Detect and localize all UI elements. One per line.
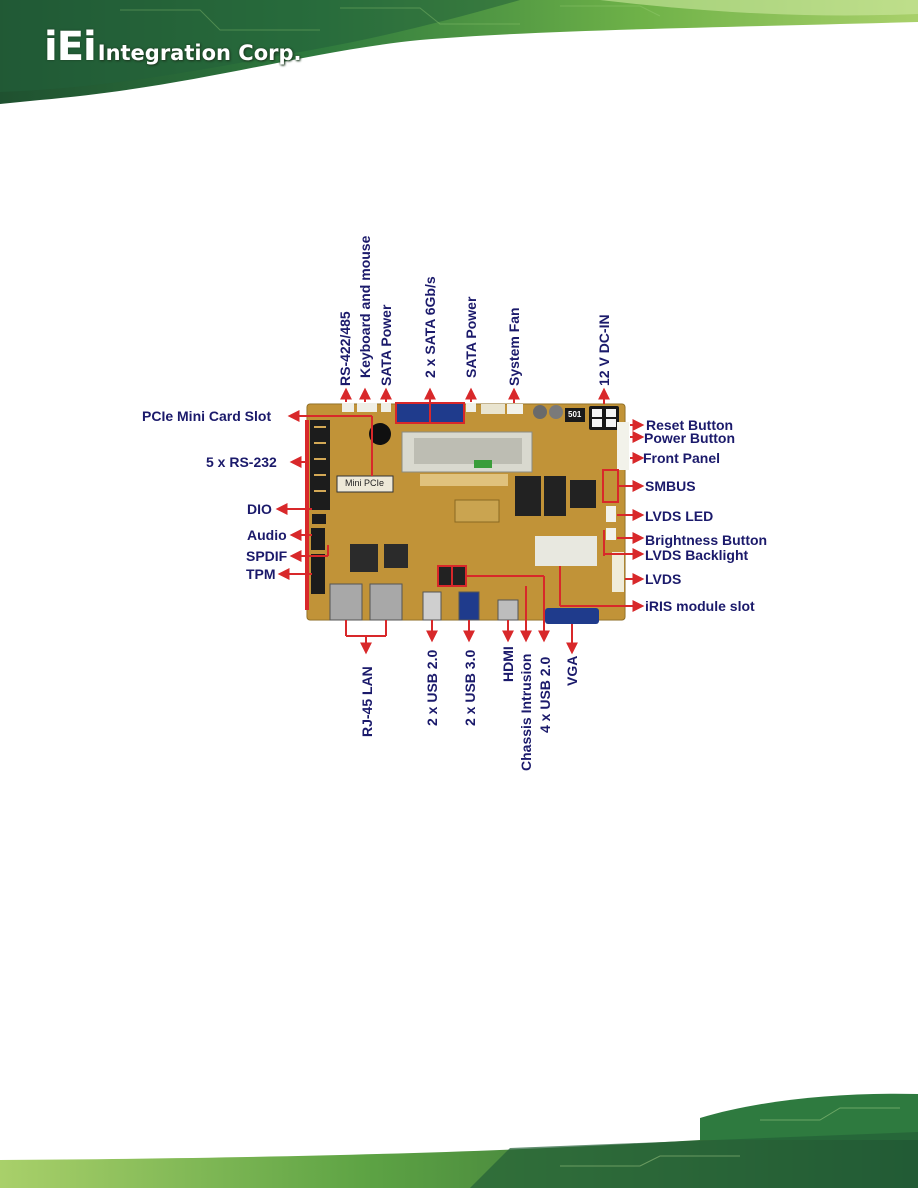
capacitor: [533, 405, 547, 419]
rj45-port-1: [329, 583, 363, 621]
label-audio: Audio: [247, 527, 287, 543]
label-sata-6gb: 2 x SATA 6Gb/s: [422, 276, 438, 378]
mini-pcie-slot: [336, 475, 394, 493]
label-spdif: SPDIF: [246, 548, 288, 564]
label-rj45-lan: RJ-45 LAN: [359, 666, 375, 737]
label-lvds-led: LVDS LED: [645, 508, 714, 524]
rs232-headers: [310, 420, 330, 510]
label-hdmi: HDMI: [500, 646, 516, 682]
logo-mark: iEi: [44, 24, 97, 70]
hdmi-port: [497, 599, 519, 621]
usb30-port: [458, 591, 480, 621]
usb20-port: [422, 591, 442, 621]
label-reset-button: Reset Button: [646, 417, 734, 433]
label-front-panel: Front Panel: [643, 450, 721, 466]
rj45-port-2: [369, 583, 403, 621]
label-iris-module-slot: iRIS module slot: [645, 598, 755, 614]
mini-pcie-print: Mini PCIe: [345, 478, 385, 488]
sata-power-connector-1: [381, 403, 391, 412]
front-panel-connector: [617, 422, 629, 470]
label-chassis-intrusion: Chassis Intrusion: [518, 653, 534, 771]
label-tpm: TPM: [246, 566, 276, 582]
logo-text: Integration Corp.: [97, 41, 302, 65]
label-sata-power-1: SATA Power: [378, 304, 394, 386]
chip-501: [565, 408, 585, 422]
audio-header: [311, 528, 325, 550]
label-keyboard-mouse: Keyboard and mouse: [357, 235, 373, 378]
lvds-led-conn: [606, 506, 616, 522]
tpm-header: [311, 554, 325, 594]
label-rs232: 5 x RS-232: [206, 454, 277, 470]
lvds-connector: [612, 552, 624, 592]
label-usb20-4: 4 x USB 2.0: [537, 656, 553, 733]
label-usb30-2: 2 x USB 3.0: [462, 649, 478, 726]
chip-501-print: 501: [568, 410, 582, 419]
sata-power-connector-2: [466, 403, 476, 412]
header-banner: [0, 0, 918, 104]
label-power-button: Power Button: [644, 430, 735, 446]
kbms-connector: [357, 403, 377, 412]
label-lvds: LVDS: [645, 571, 682, 587]
brightness-conn: [606, 528, 616, 540]
label-12v-dc-in: 12 V DC-IN: [596, 314, 612, 386]
rs422-connector: [342, 403, 354, 412]
battery: [369, 423, 391, 445]
iris-slot-label-area: [535, 536, 597, 566]
label-smbus: SMBUS: [645, 478, 696, 494]
label-pcie-mini-card-slot: PCIe Mini Card Slot: [142, 408, 272, 424]
label-system-fan: System Fan: [506, 307, 522, 386]
label-rs422: RS-422/485: [337, 311, 353, 386]
label-brightness-button: Brightness Button: [645, 532, 768, 548]
label-usb20-2: 2 x USB 2.0: [424, 649, 440, 726]
dio-header: [312, 514, 326, 524]
label-sata-power-2: SATA Power: [463, 296, 479, 378]
label-vga: VGA: [564, 655, 580, 686]
label-lvds-backlight: LVDS Backlight: [645, 547, 749, 563]
fan-connector: [481, 404, 505, 414]
label-dio: DIO: [247, 501, 272, 517]
company-logo: iEi Integration Corp.: [44, 24, 302, 70]
vga-port: [545, 608, 599, 624]
